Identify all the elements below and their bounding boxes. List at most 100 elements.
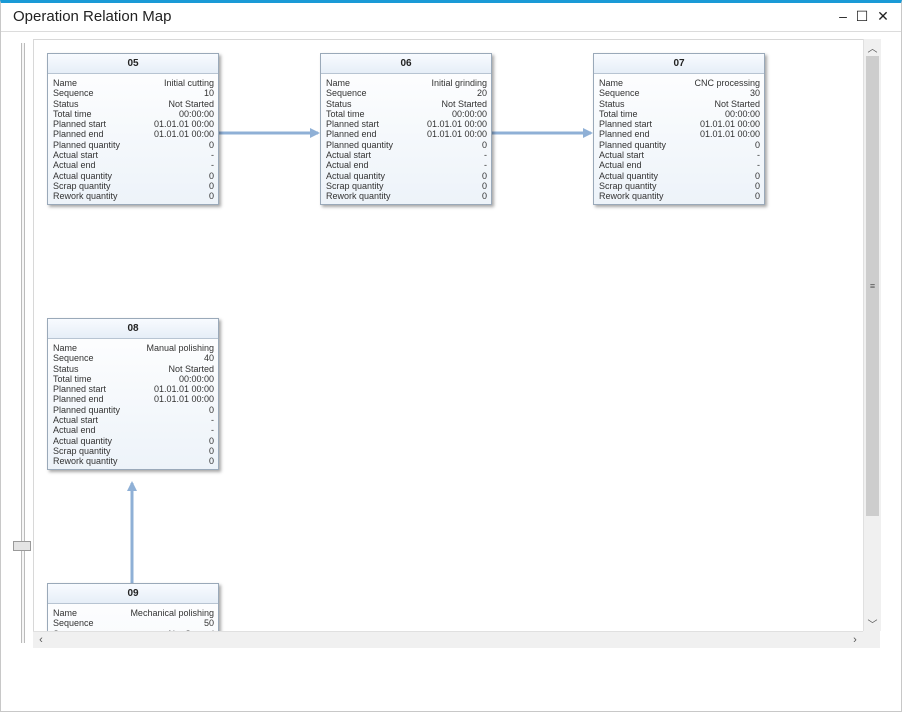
field-value: Not Started: [168, 363, 214, 374]
field-label: Rework quantity: [53, 456, 118, 467]
maximize-button[interactable]: ☐: [852, 6, 872, 26]
scroll-right-button[interactable]: ›: [847, 632, 863, 648]
horizontal-scrollbar[interactable]: ‹ ›: [33, 631, 863, 648]
field-label: Name: [53, 78, 78, 88]
field-value: 20: [476, 88, 487, 99]
field-value: 01.01.01 00:00: [426, 129, 487, 140]
field-value: 0: [754, 170, 760, 181]
field-label: Actual start: [53, 415, 99, 426]
field-label: Status: [326, 98, 352, 109]
scroll-down-button[interactable]: ﹀: [864, 615, 881, 631]
scroll-up-button[interactable]: ︿: [864, 39, 881, 55]
field-label: Planned end: [53, 129, 104, 140]
field-value: Initial grinding: [431, 78, 487, 88]
field-label: Planned quantity: [53, 139, 121, 150]
field-label: Total time: [53, 108, 92, 119]
field-label: Status: [53, 98, 79, 109]
field-row: Sequence 50: [53, 618, 214, 628]
scrollbar-corner: [863, 631, 880, 648]
vertical-scroll-thumb[interactable]: ≡: [866, 56, 879, 516]
window-title: Operation Relation Map: [13, 8, 172, 25]
field-value: 0: [754, 180, 760, 191]
field-label: Name: [326, 78, 351, 88]
field-label: Sequence: [53, 88, 94, 99]
zoom-slider-track[interactable]: [21, 43, 25, 643]
field-row: Scrap quantity 0: [53, 181, 214, 191]
field-value: 0: [208, 435, 214, 446]
field-label: Scrap quantity: [326, 180, 384, 191]
field-value: 01.01.01 00:00: [426, 119, 487, 130]
field-label: Actual end: [326, 160, 369, 171]
field-label: Actual start: [326, 150, 372, 161]
field-label: Status: [599, 98, 625, 109]
scroll-left-button[interactable]: ‹: [33, 632, 49, 648]
field-row: Name Initial grinding: [326, 78, 487, 88]
field-row: Actual start -: [599, 150, 760, 160]
chevron-up-icon: ︿: [867, 43, 878, 55]
field-label: Total time: [599, 108, 638, 119]
field-row: Sequence 20: [326, 88, 487, 98]
title-bar: Operation Relation Map – ☐ ✕: [1, 3, 901, 32]
field-value: 00:00:00: [178, 373, 214, 384]
field-label: Planned quantity: [326, 139, 394, 150]
vertical-scrollbar[interactable]: ︿ ≡ ﹀: [863, 39, 881, 631]
field-value: -: [757, 150, 760, 161]
field-label: Actual quantity: [53, 435, 113, 446]
field-label: Rework quantity: [326, 191, 391, 202]
field-label: Name: [599, 78, 624, 88]
field-label: Scrap quantity: [53, 180, 111, 191]
field-value: -: [211, 415, 214, 426]
minimize-button[interactable]: –: [833, 6, 853, 26]
field-row: Scrap quantity 0: [599, 181, 760, 191]
field-label: Scrap quantity: [599, 180, 657, 191]
field-value: 01.01.01 00:00: [699, 129, 760, 140]
grip-icon: ≡: [869, 281, 876, 291]
field-label: Status: [53, 629, 79, 632]
field-label: Actual start: [599, 150, 645, 161]
field-value: 40: [203, 353, 214, 364]
close-icon: ✕: [877, 7, 889, 24]
field-row: Actual end-: [599, 160, 760, 170]
field-value: 0: [208, 404, 214, 415]
field-value: 0: [208, 139, 214, 150]
zoom-slider-thumb[interactable]: [13, 541, 31, 551]
field-label: Actual quantity: [53, 170, 113, 181]
field-value: 0: [208, 456, 214, 467]
field-label: Name: [53, 343, 78, 353]
field-value: 0: [208, 180, 214, 191]
chevron-right-icon: ›: [853, 634, 857, 646]
field-label: Planned end: [53, 394, 104, 405]
field-value: 01.01.01 00:00: [153, 394, 214, 405]
field-value: 50: [203, 618, 214, 629]
field-value: 01.01.01 00:00: [153, 119, 214, 130]
field-label: Sequence: [326, 88, 367, 99]
field-value: 00:00:00: [178, 108, 214, 119]
operation-node-id: 07: [594, 54, 764, 74]
field-label: Sequence: [53, 618, 94, 629]
close-button[interactable]: ✕: [873, 6, 893, 26]
field-value: -: [484, 150, 487, 161]
minimize-icon: –: [839, 8, 847, 24]
